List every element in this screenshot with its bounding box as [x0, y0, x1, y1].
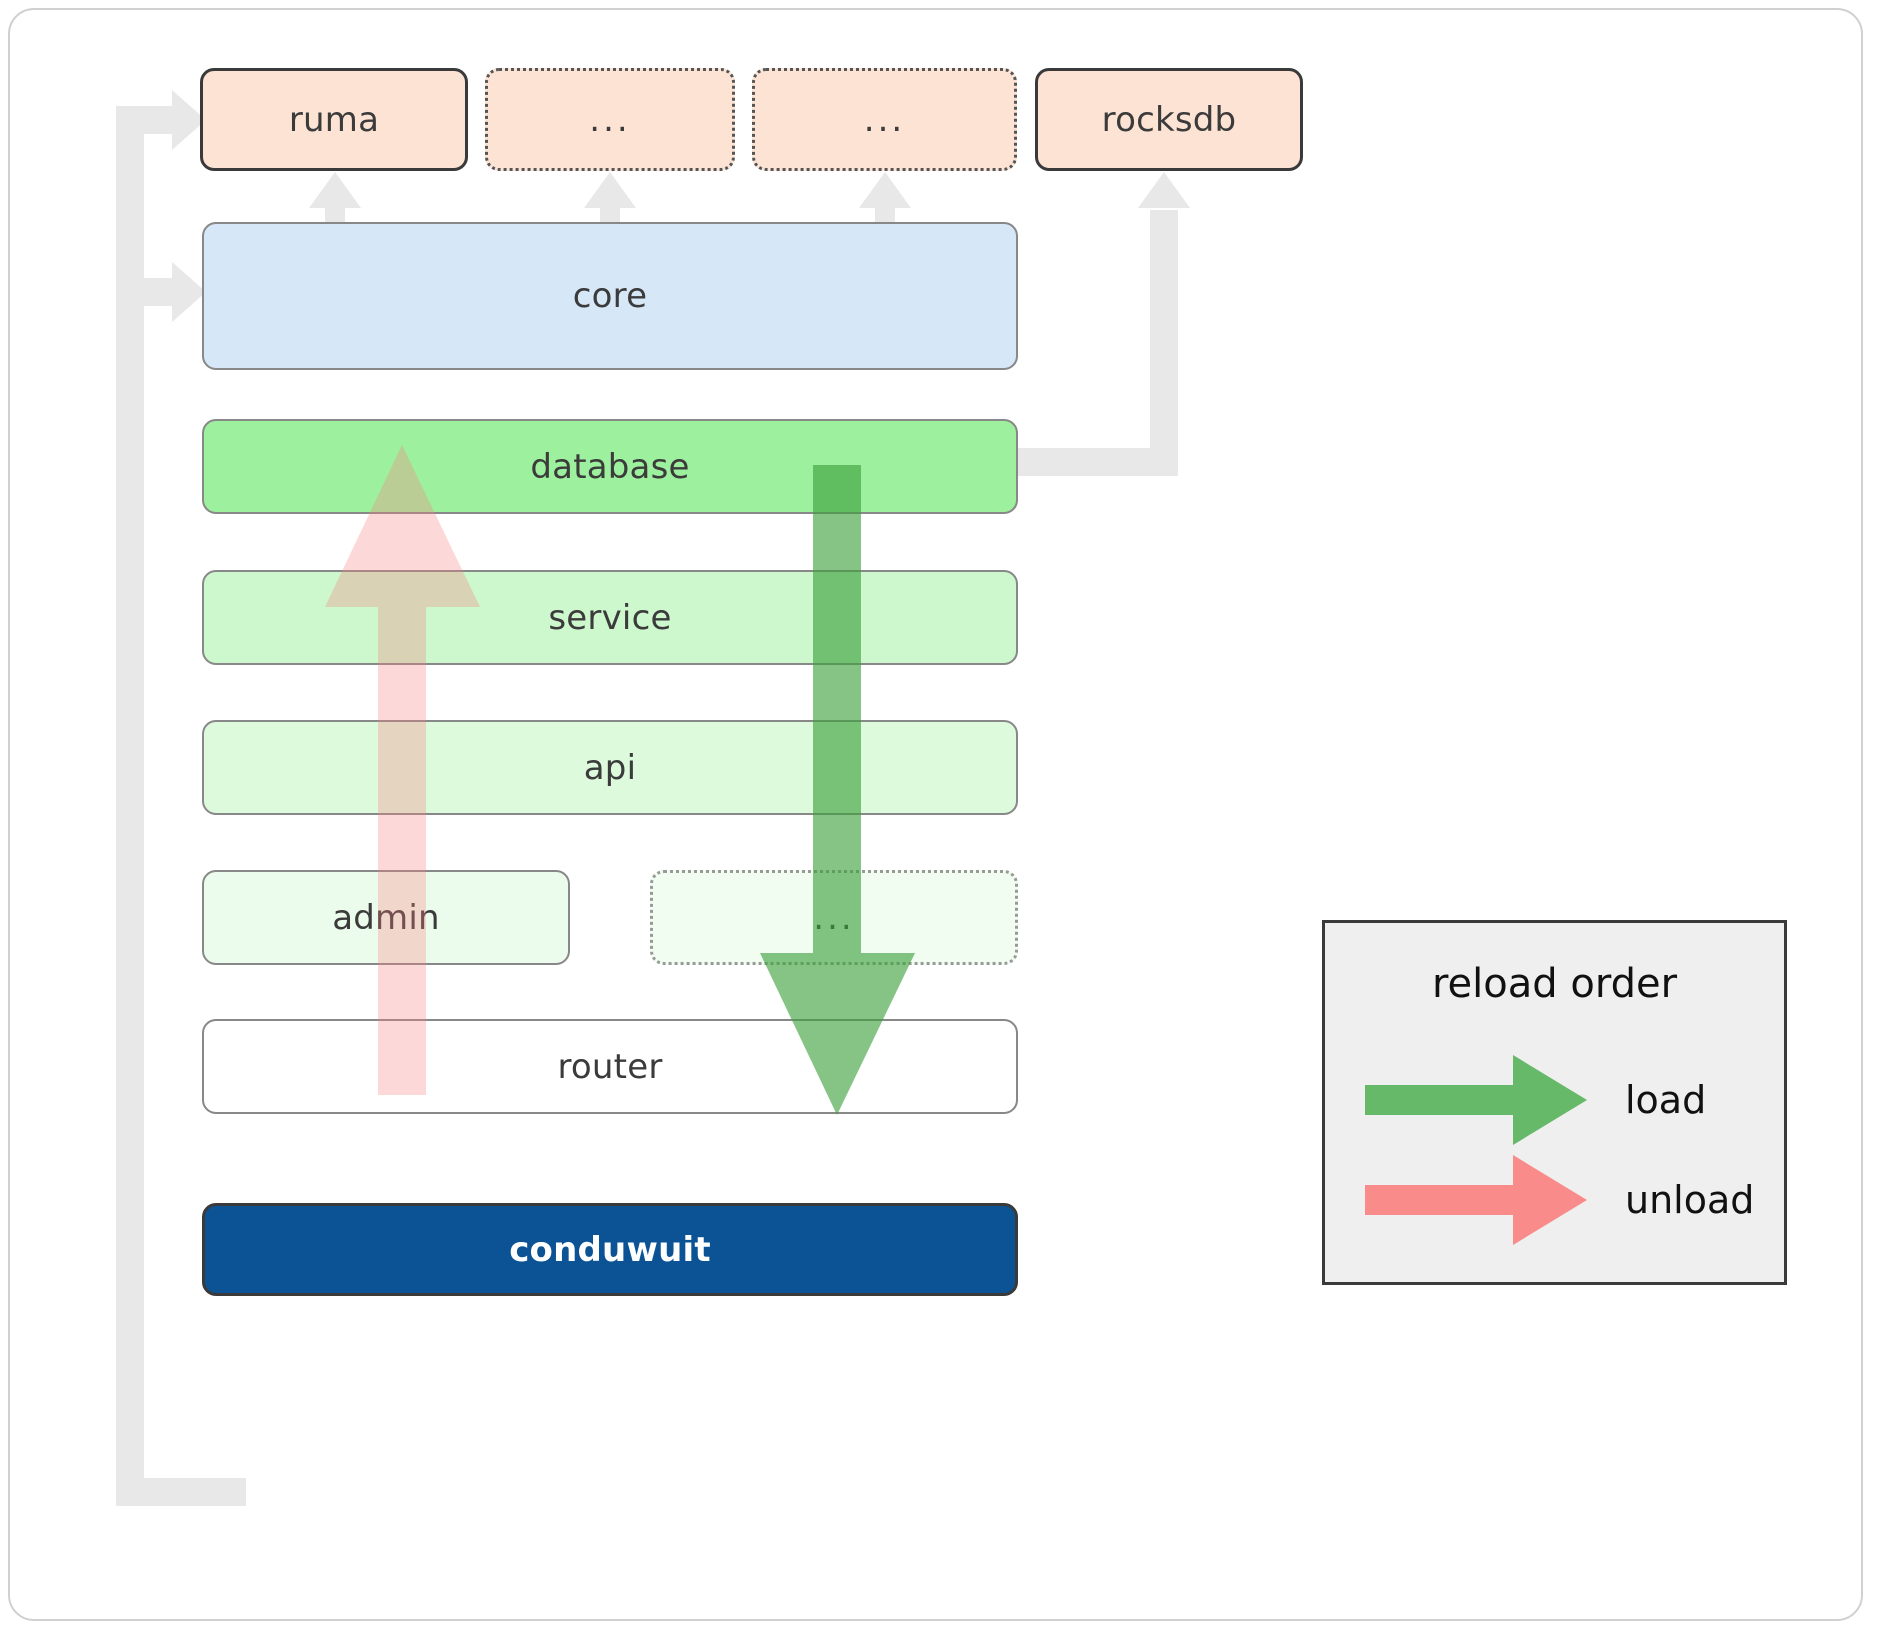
legend-panel: reload order load unload: [1322, 920, 1787, 1285]
node-external-dots-2-label: ...: [863, 99, 906, 140]
node-api[interactable]: api: [202, 720, 1018, 815]
connector-ruma-horizontal: [116, 106, 176, 134]
node-core-label: core: [572, 276, 648, 316]
node-database[interactable]: database: [202, 419, 1018, 514]
node-conduwuit-label: conduwuit: [509, 1229, 711, 1270]
node-database-label: database: [530, 446, 690, 487]
node-ruma-label: ruma: [288, 99, 380, 140]
connector-core-to-dots1-head: [584, 172, 636, 208]
connector-spine-vertical: [116, 106, 144, 1506]
connector-core-to-ruma-head: [309, 172, 361, 208]
legend-title: reload order: [1431, 961, 1678, 1007]
connector-conduwuit-horizontal: [116, 1478, 246, 1506]
connector-core-horizontal: [116, 278, 176, 306]
node-rocksdb-label: rocksdb: [1101, 99, 1237, 140]
node-module-dots[interactable]: ...: [650, 870, 1018, 965]
node-service[interactable]: service: [202, 570, 1018, 665]
node-external-dots-1[interactable]: ...: [485, 68, 735, 171]
node-ruma[interactable]: ruma: [200, 68, 468, 171]
connector-core-to-dots2-head: [859, 172, 911, 208]
node-external-dots-2[interactable]: ...: [752, 68, 1017, 171]
node-router[interactable]: router: [202, 1019, 1018, 1114]
legend-unload-arrow-icon: [1365, 1155, 1587, 1245]
node-admin[interactable]: admin: [202, 870, 570, 965]
node-admin-label: admin: [332, 897, 440, 938]
legend-unload-label: unload: [1625, 1178, 1755, 1222]
connector-rocksdb-arrowhead: [1138, 172, 1190, 208]
legend-load-label: load: [1625, 1078, 1707, 1122]
node-api-label: api: [583, 747, 637, 788]
node-router-label: router: [557, 1046, 663, 1087]
node-conduwuit[interactable]: conduwuit: [202, 1203, 1018, 1296]
node-rocksdb[interactable]: rocksdb: [1035, 68, 1303, 171]
node-service-label: service: [548, 597, 672, 638]
legend-load-arrow-icon: [1365, 1055, 1587, 1145]
node-core[interactable]: core: [202, 222, 1018, 370]
node-external-dots-1-label: ...: [589, 99, 631, 140]
node-module-dots-label: ...: [813, 897, 855, 938]
connector-core-arrowhead: [172, 262, 206, 322]
connector-database-to-rocksdb-vertical: [1150, 210, 1178, 476]
